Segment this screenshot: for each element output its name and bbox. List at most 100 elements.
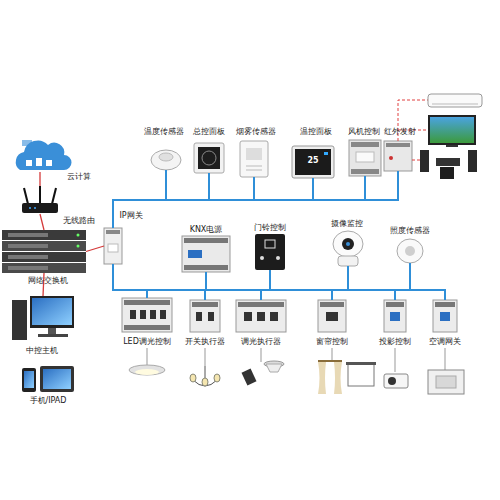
smoke-sensor-icon (246, 148, 262, 160)
master-panel-icon (194, 143, 224, 173)
device-label: 温度传感器 (144, 127, 184, 137)
switch-stack-icon (8, 266, 48, 270)
din-actuator-icons (122, 298, 172, 332)
display-reading: 25 (307, 156, 318, 166)
mobile-devices-icon (40, 366, 74, 392)
device-node: 投影控制 (384, 300, 406, 332)
switch-stack-icon (2, 252, 86, 262)
curtain (318, 360, 342, 362)
cloud-icon (36, 158, 42, 166)
switch-stack-icon (8, 244, 48, 248)
knx-bus-line (113, 264, 206, 290)
speakers-icon (420, 150, 477, 179)
projection-screen (348, 364, 374, 386)
camera-icon (346, 242, 350, 246)
device-node: 开关执行器 (190, 300, 220, 332)
ac-cassette (428, 370, 464, 394)
knx-bus-line (113, 171, 398, 228)
device-label: KNX电源 (190, 225, 223, 235)
tv-icon (428, 115, 476, 145)
device-label: 网络交换机 (28, 276, 68, 286)
tv-icon (428, 115, 476, 147)
device-label: 窗帘控制 (316, 337, 348, 347)
mobile-devices-icon (22, 366, 74, 392)
din-actuator-icons (270, 312, 278, 321)
device-label: 温控面板 (300, 127, 332, 137)
camera-icon (333, 231, 363, 257)
computer-icon (48, 328, 56, 334)
device-node: 网络交换机 (2, 230, 86, 273)
ir-emitter-icon (386, 143, 410, 147)
din-actuator-icons (257, 312, 265, 321)
knx-power-icon (184, 238, 228, 243)
switch-stack-icon (77, 245, 80, 248)
projector (384, 374, 408, 388)
switch-stack-icon (8, 255, 48, 259)
din-actuator-icons (124, 325, 170, 330)
device-node: 总控面板 (194, 143, 224, 173)
network-line (39, 172, 40, 186)
device-label: 调光执行器 (241, 337, 281, 347)
speakers-icon (420, 150, 429, 172)
computer-icon (12, 296, 74, 340)
device-label: 烟雾传感器 (236, 127, 276, 137)
device-node: 调光执行器 (236, 300, 286, 332)
switch-stack-icon (77, 234, 80, 237)
camera-icon (338, 256, 358, 266)
tv-icon (446, 145, 458, 147)
air-conditioner-icon (432, 104, 478, 105)
din-actuator-icons (190, 300, 220, 332)
din-actuator-icons (208, 312, 214, 321)
din-actuator-icons (236, 300, 286, 332)
computer-icon (38, 334, 68, 337)
ir-dashed-lines (412, 160, 420, 161)
device-node: 摄像监控 (333, 231, 363, 266)
camera-icon (333, 231, 363, 266)
illuminance-sensor-icon (397, 239, 423, 263)
curtain (318, 362, 326, 394)
led-ceiling-light (135, 369, 159, 375)
doorbell-panel-icon (260, 256, 264, 260)
chandelier (214, 374, 220, 382)
load-wires (147, 348, 445, 372)
device-label: 投影控制 (379, 337, 411, 347)
knx-bus-line (113, 263, 410, 290)
din-actuator-icons (196, 312, 202, 321)
device-node: 照度传感器 (397, 239, 423, 263)
router-icon (22, 186, 58, 213)
smoke-sensor-icon (246, 166, 262, 167)
led-ceiling-light (129, 365, 165, 375)
device-node: 无线路由 (22, 186, 58, 214)
curtain (334, 362, 342, 394)
chandelier (190, 374, 196, 382)
chandelier (205, 366, 206, 378)
device-label: 中控主机 (26, 346, 58, 356)
din-actuator-icons (320, 302, 344, 307)
device-label: 照度传感器 (390, 226, 430, 236)
device-node: 手机/IPAD (20, 365, 75, 393)
computer-icon (30, 296, 74, 328)
router-icon (22, 203, 58, 213)
device-node: 风机控制 (349, 140, 381, 176)
device-label: 门铃控制 (254, 223, 286, 233)
device-node: LED调光控制 (122, 298, 172, 332)
device-node: KNX电源 (182, 236, 230, 272)
smoke-sensor-icon (240, 141, 268, 177)
device-label: 手机/IPAD (30, 396, 67, 406)
load-wires (261, 348, 262, 362)
router-icon (29, 207, 31, 209)
thermostat-panel-icon (292, 146, 334, 178)
knx-bus-line (113, 264, 395, 300)
device-label: 风机控制 (348, 127, 380, 137)
camera-icon (342, 238, 354, 250)
din-actuator-icons (440, 312, 450, 321)
curtain (318, 360, 342, 394)
mobile-devices-icon (24, 371, 34, 388)
device-label: 开关执行器 (185, 337, 225, 347)
din-actuator-icons (192, 302, 218, 307)
knx-bus-line (113, 264, 270, 290)
knx-bus-line (113, 264, 348, 290)
fan-controller-icon (351, 169, 379, 174)
switch-stack-icon (2, 241, 86, 251)
